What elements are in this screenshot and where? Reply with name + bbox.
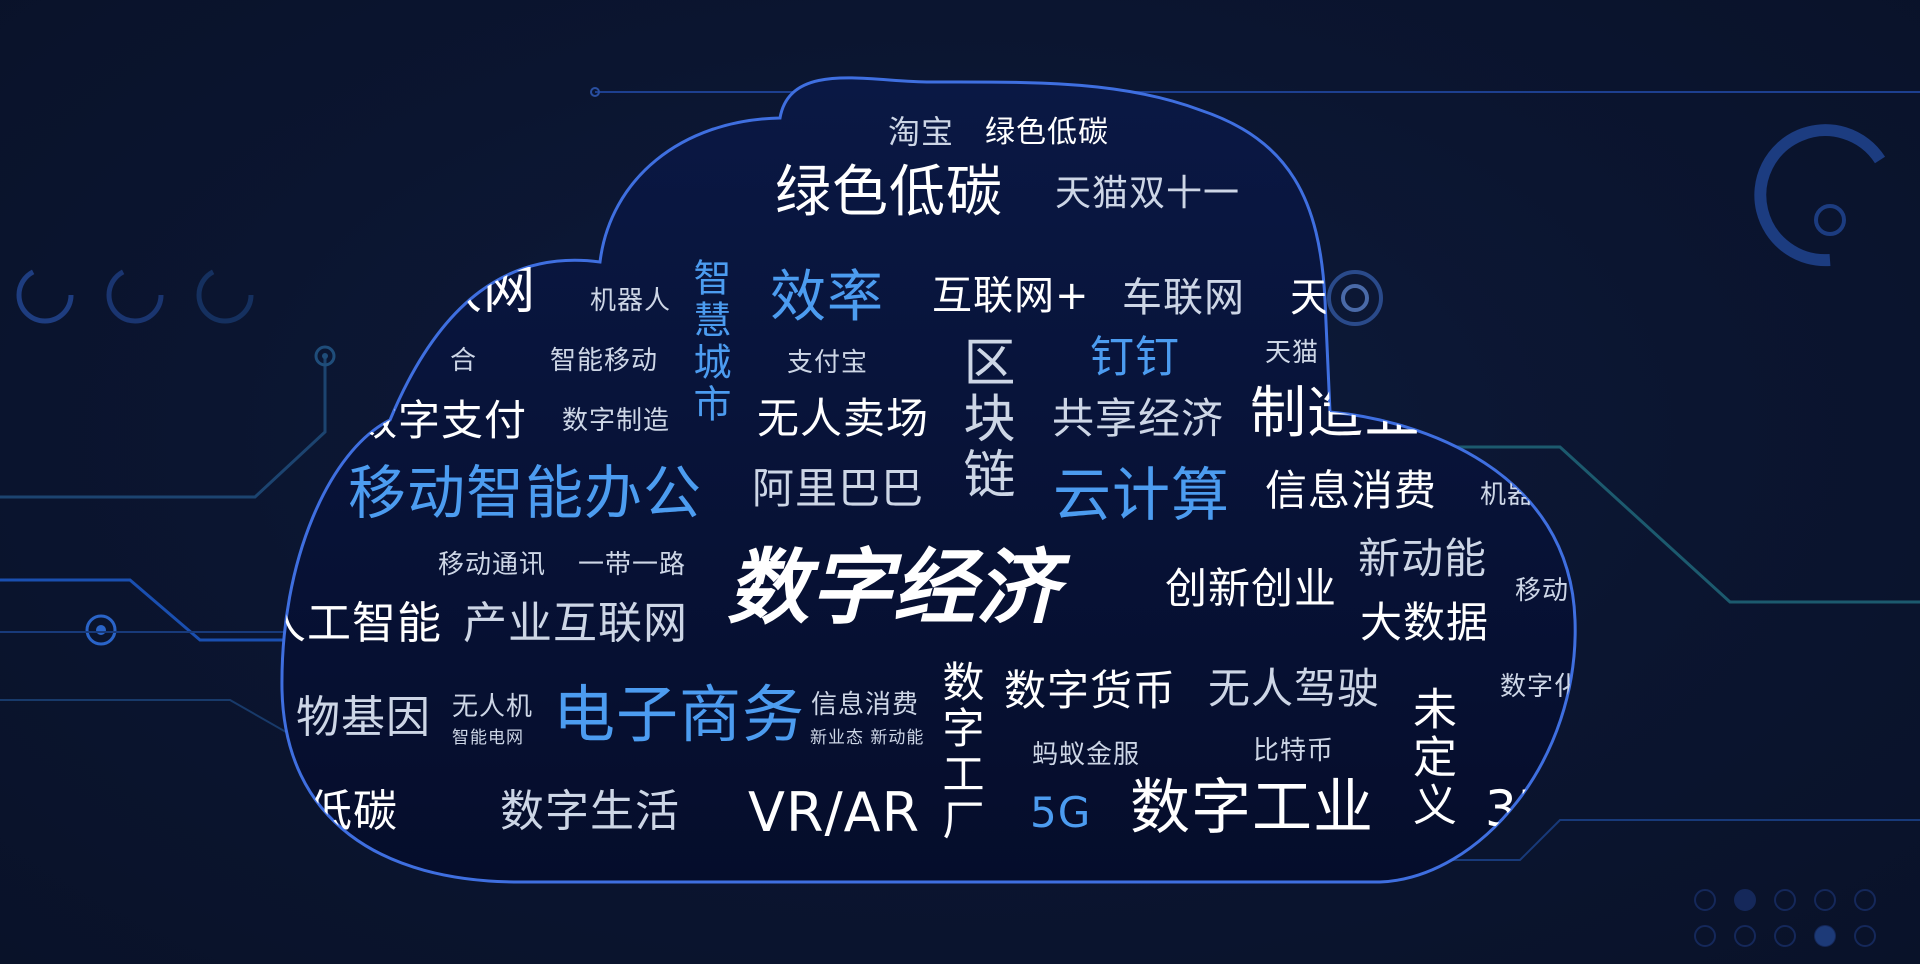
ring-icon <box>16 266 74 324</box>
word: 移动智能办公 <box>348 459 703 527</box>
word: 车联网 <box>1122 275 1245 321</box>
word: 数字工业 <box>1130 773 1374 843</box>
word-highlight: 数字经济 <box>727 541 1059 636</box>
word: VR/AR <box>748 781 921 844</box>
word: 云计算 <box>1053 461 1231 529</box>
word: 信息消费 <box>1265 466 1438 515</box>
ring-icon <box>1814 204 1846 236</box>
word: 移动通讯 <box>438 550 547 580</box>
circuit-line <box>0 699 301 741</box>
word-vertical: 区块链 <box>954 335 1014 503</box>
word-vertical: 未定义 <box>1405 686 1456 830</box>
word: 共享经济 <box>1052 394 1225 443</box>
gear-ring-icon <box>1341 284 1369 312</box>
word: 天猫双十一 <box>1055 173 1241 214</box>
word: 绿色低碳 <box>985 115 1109 150</box>
ring-icon <box>106 266 164 324</box>
dot-icon <box>1735 890 1755 910</box>
word: 阿里巴巴 <box>752 464 925 513</box>
dot-icon <box>1815 926 1835 946</box>
circuit-node-icon <box>85 614 117 646</box>
dot-grid <box>1694 889 1876 947</box>
word: 智能移动 <box>550 346 659 376</box>
word: 数字货币 <box>1004 666 1177 715</box>
word: 新业态 新动能 <box>810 728 925 748</box>
word: 一带一路 <box>578 550 687 580</box>
arc-icon <box>1754 124 1886 267</box>
gear-ring-icon <box>1327 270 1383 326</box>
word: 移动 <box>1515 576 1570 606</box>
word: 大数据 <box>1360 598 1490 647</box>
word: 无人卖场 <box>757 394 930 443</box>
circuit-line <box>0 578 300 642</box>
circuit-node-icon <box>322 353 328 359</box>
word: 淘宝 <box>888 113 955 151</box>
word: 天猫 <box>1265 338 1320 368</box>
circuit-node-icon <box>314 345 336 367</box>
word: 比特币 <box>1253 736 1335 766</box>
word: 新动能 <box>1358 534 1488 583</box>
word: 人工智能 <box>262 598 442 649</box>
word-vertical: 数字工厂 <box>936 660 985 844</box>
word: 钉钉 <box>1090 332 1180 383</box>
cloud-shape <box>280 76 1577 884</box>
word: 5G <box>1030 788 1092 837</box>
word: 创新创业 <box>1165 564 1338 613</box>
word: 支付宝 <box>787 348 869 378</box>
word: 效率 <box>770 265 884 330</box>
ring-icon <box>196 266 254 324</box>
word: 数字制造 <box>562 406 671 436</box>
word: 智能电网 <box>452 728 524 748</box>
word: 蚂蚁金服 <box>1032 740 1141 770</box>
word: 无人驾驶 <box>1208 664 1381 713</box>
word: 信息消费 <box>811 690 920 720</box>
word: 数字生活 <box>500 786 680 837</box>
word: 合 <box>450 346 478 376</box>
word: 产业互联网 <box>463 598 688 649</box>
word: 电子商务 <box>553 678 806 751</box>
word: 绿色低碳 <box>775 160 1003 225</box>
word: 物基因 <box>296 692 431 743</box>
word: 互联网+ <box>932 273 1090 319</box>
word: 机器人 <box>590 286 672 316</box>
circuit-line <box>0 358 327 499</box>
word: 无人机 <box>452 692 534 722</box>
circuit-node-icon <box>590 87 600 97</box>
word: 天 <box>1290 275 1331 321</box>
word: 数字化 <box>1500 672 1582 702</box>
circuit-node-icon <box>96 625 106 635</box>
word-vertical: 智慧城市 <box>687 258 731 426</box>
